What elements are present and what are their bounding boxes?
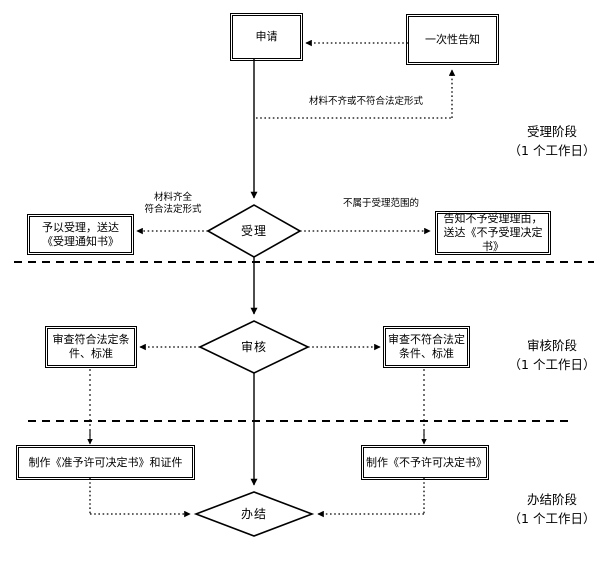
node-deny[interactable]: 制作《不予许可决定书》 [361,445,489,480]
edge-label-incomplete-materials: 材料不齐或不符合法定形式 [308,96,423,107]
node-review-pass-label: 审查符合法定条件、标准 [52,333,130,360]
node-accept-no[interactable]: 告知不予受理理由，送达《不予受理决定书》 [435,211,551,255]
node-review-decision-label: 审核 [240,340,267,354]
node-accept-no-label: 告知不予受理理由，送达《不予受理决定书》 [443,212,543,253]
node-finish-decision-label: 办结 [240,507,267,521]
node-apply-label: 申请 [255,30,278,43]
stage-label-accept-name: 受理阶段 [526,124,577,139]
node-review-fail[interactable]: 审查不符合法定条件、标准 [383,326,470,368]
edge-label-complete-materials-line2: 符合法定形式 [144,204,202,215]
node-deny-label: 制作《不予许可决定书》 [366,455,487,469]
node-one-time-notice-label: 一次性告知 [425,32,480,46]
node-review-fail-label: 审查不符合法定条件、标准 [388,333,465,360]
node-accept-yes[interactable]: 予以受理，送达《受理通知书》 [27,214,134,255]
stage-label-review: 审核阶段 （1 个工作日） [500,336,604,374]
stage-label-accept: 受理阶段 （1 个工作日） [500,122,604,160]
node-review-pass[interactable]: 审查符合法定条件、标准 [45,326,137,368]
node-accept-yes-label: 予以受理，送达《受理通知书》 [42,220,119,248]
stage-label-finish: 办结阶段 （1 个工作日） [500,490,604,528]
finish-diamond-shape [193,491,315,537]
stage-label-finish-name: 办结阶段 [526,492,577,507]
edge-label-out-of-scope: 不属于受理范围的 [342,198,419,209]
node-review-decision[interactable]: 审核 [200,321,308,373]
node-finish-decision[interactable]: 办结 [196,492,312,536]
node-one-time-notice[interactable]: 一次性告知 [406,14,499,65]
node-grant[interactable]: 制作《准予许可决定书》和证件 [16,445,195,480]
stage-label-accept-duration: （1 个工作日） [508,143,596,158]
stage-label-finish-duration: （1 个工作日） [508,511,596,526]
node-accept-decision-label: 受理 [240,224,267,238]
stage-label-review-duration: （1 个工作日） [508,357,596,372]
edge-label-complete-materials: 材料齐全 符合法定形式 [133,192,213,216]
node-grant-label: 制作《准予许可决定书》和证件 [28,455,183,469]
stage-label-review-name: 审核阶段 [526,338,577,353]
node-apply[interactable]: 申请 [230,13,303,61]
node-accept-decision[interactable]: 受理 [208,205,300,257]
edge-label-complete-materials-line1: 材料齐全 [153,192,192,203]
